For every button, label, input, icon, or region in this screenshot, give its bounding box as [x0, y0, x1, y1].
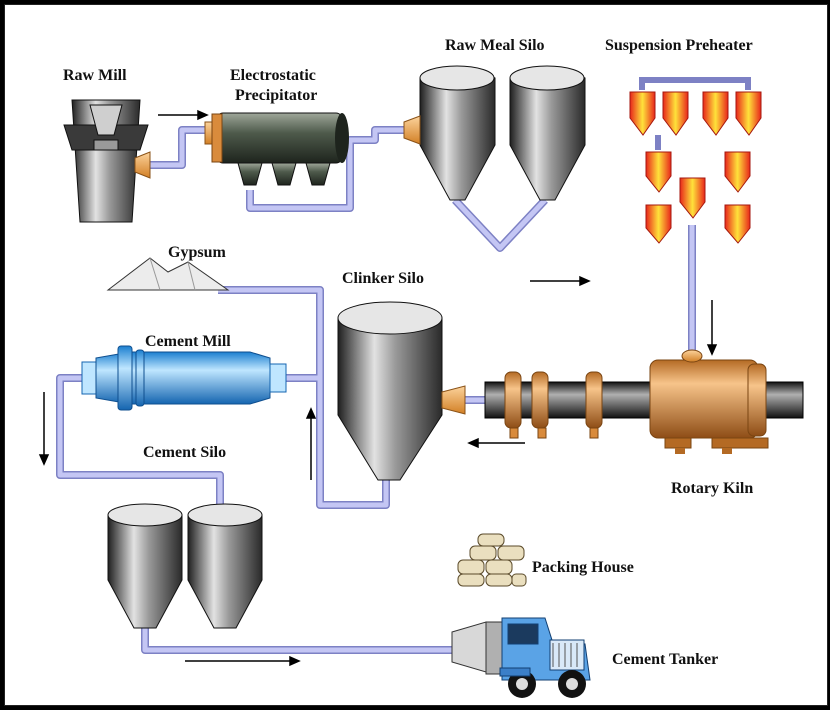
- arrow-down-mill: [38, 392, 50, 466]
- cyclone-5: [645, 151, 672, 193]
- rotary-kiln-icon: [484, 349, 804, 454]
- cyclone-1: [629, 91, 656, 136]
- cyclone-7: [679, 177, 706, 219]
- electrostatic-precipitator-icon: [204, 112, 349, 186]
- label-cement-silo: Cement Silo: [143, 444, 226, 461]
- pipe-silos-to-preheater: [452, 197, 548, 252]
- pipe-network: [56, 126, 696, 654]
- cement-bags-icon: [457, 533, 527, 587]
- raw-meal-silo-icon: [403, 65, 586, 201]
- label-raw-meal-silo: Raw Meal Silo: [445, 37, 545, 54]
- label-cement-tanker: Cement Tanker: [612, 651, 718, 668]
- labels: Raw Mill Electrostatic Precipitator Raw …: [63, 37, 753, 668]
- label-rotary-kiln: Rotary Kiln: [671, 480, 753, 497]
- label-cement-mill: Cement Mill: [145, 333, 231, 350]
- label-esp-line1: Electrostatic: [230, 67, 316, 84]
- cement-silo-icon: [107, 503, 263, 629]
- flow-arrows: [38, 109, 718, 667]
- label-clinker-silo: Clinker Silo: [342, 270, 424, 287]
- gypsum-pile-icon: [106, 257, 230, 291]
- label-packing-house: Packing House: [532, 559, 634, 576]
- arrow-right-preheater: [530, 275, 591, 287]
- cyclone-4: [735, 91, 762, 136]
- cyclone-2: [662, 91, 689, 136]
- arrow-right-top: [158, 109, 209, 121]
- pipe-silos-to-tanker: [141, 625, 455, 654]
- arrow-down-kiln: [706, 300, 718, 356]
- cement-tanker-icon: [451, 617, 591, 698]
- arrow-up-clinker: [305, 407, 317, 480]
- cyclone-9: [724, 204, 751, 244]
- label-raw-mill: Raw Mill: [63, 67, 127, 84]
- label-suspension-preheater: Suspension Preheater: [605, 37, 753, 54]
- raw-mill-icon: [63, 99, 151, 223]
- label-esp-line2: Precipitator: [235, 87, 317, 104]
- cyclone-6: [724, 151, 751, 193]
- arrow-right-bottom: [185, 655, 301, 667]
- suspension-preheater-icon: [629, 77, 762, 244]
- clinker-silo-icon: [337, 301, 466, 481]
- cyclone-8: [645, 204, 672, 244]
- cement-mill-icon: [81, 345, 287, 411]
- arrow-left-clinker: [467, 437, 525, 449]
- cyclone-3: [702, 91, 729, 136]
- label-gypsum: Gypsum: [168, 244, 226, 261]
